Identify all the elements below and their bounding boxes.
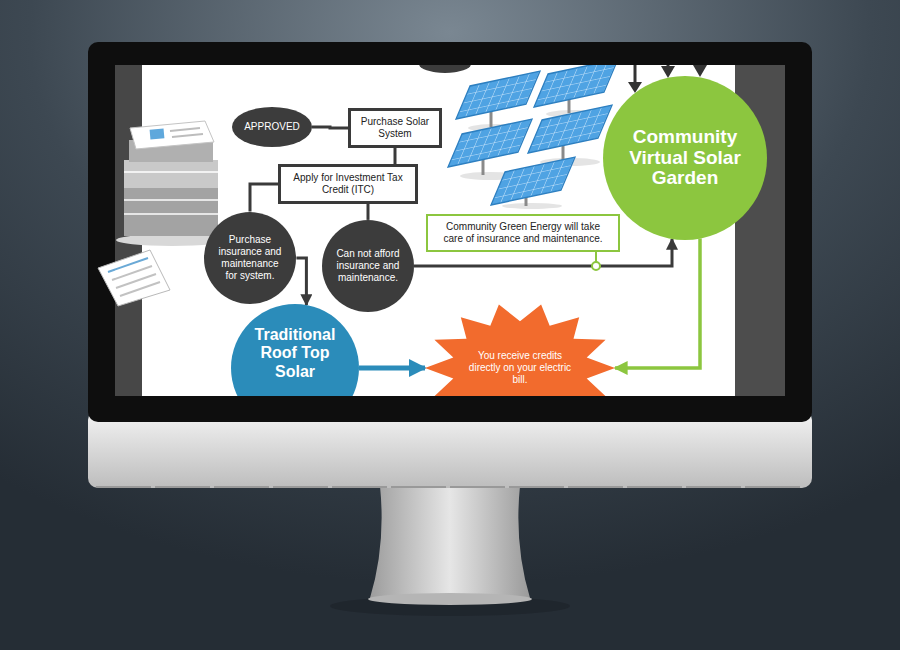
node-text: Traditional Roof Top Solar [245, 326, 345, 381]
chin-vents [96, 486, 804, 488]
connector [394, 148, 397, 164]
stand-neck [370, 486, 530, 598]
node-text: Community Virtual Solar Garden [620, 127, 750, 190]
connector [359, 366, 425, 371]
connector [312, 127, 348, 128]
connector [367, 204, 370, 220]
stand-base [368, 593, 532, 605]
status-ellipse: APPROVED [232, 107, 312, 147]
process-box: Purchase Solar System [348, 108, 442, 148]
callout-leader [595, 252, 597, 262]
option-circle: Community Virtual Solar Garden [603, 76, 767, 240]
partial-node-shape [419, 55, 471, 73]
decision-circle: Can not afford insurance and maintenance… [322, 220, 414, 312]
node-text: Apply for Investment Tax Credit (ITC) [289, 172, 407, 196]
callout-dot [592, 262, 600, 270]
process-box: Apply for Investment Tax Credit (ITC) [278, 164, 418, 204]
connector [296, 258, 306, 305]
solar-panels [448, 59, 618, 209]
printer-stack [116, 121, 228, 246]
starburst-outline [425, 305, 615, 432]
node-text: Can not afford insurance and maintenance… [330, 248, 406, 284]
decision-circle: Purchase insurance and maintenance for s… [204, 212, 297, 305]
paper-sheet [98, 250, 170, 306]
note-callout: Community Green Energy will take care of… [426, 214, 620, 252]
node-text: Purchase insurance and maintenance for s… [215, 234, 285, 282]
connector [250, 184, 278, 212]
connector [615, 239, 700, 368]
node-text: Community Green Energy will take care of… [435, 221, 611, 245]
node-text: Purchase Solar System [359, 116, 431, 140]
node-text: You receive credits directly on your ele… [464, 350, 576, 386]
node-text: APPROVED [237, 121, 307, 133]
